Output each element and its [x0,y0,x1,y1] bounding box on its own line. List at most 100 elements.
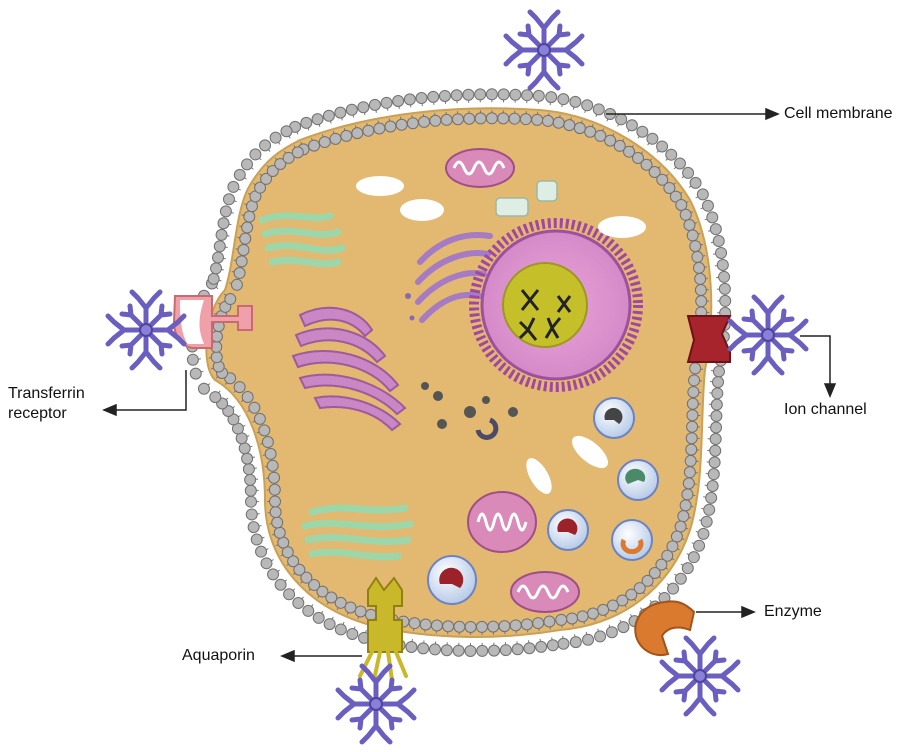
lipid-head [275,579,286,590]
lipid-head [698,528,709,539]
lipid-head [272,517,283,528]
lipid-head [312,114,323,125]
lipid-head [335,107,346,118]
lipid-head [675,521,686,532]
lipid-head [463,89,474,100]
lipid-head [441,114,452,125]
label-transferrin-line1: Transferrin [8,385,85,402]
lipid-head [500,645,511,656]
label-transferrin-line2: receptor [8,405,67,422]
lipid-head [274,527,285,538]
lipid-head [668,583,679,594]
lipid-head [407,118,418,129]
lipid-head [595,130,606,141]
lipid-head [406,641,417,652]
lipid-head [593,104,604,115]
lipid-head [213,252,224,263]
lipid-head [216,229,227,240]
glycan-top [506,12,582,88]
lipid-head [666,149,677,160]
lipid-head [544,616,555,627]
lipid-head [486,89,497,100]
lipid-head [309,140,320,151]
lipid-head [687,398,698,409]
lipid-head [547,640,558,651]
lipid-head [711,422,722,433]
lipid-head [214,241,225,252]
lipid-head [701,516,712,527]
lipid-head [355,606,366,617]
lipid-head [341,130,352,141]
lipid-head [254,413,265,424]
lipid-head [330,133,341,144]
lipid-head [270,507,281,518]
lipid-head [248,522,259,533]
lipid-head [708,469,719,480]
lipid-head [443,621,454,632]
lipid-head [582,100,593,111]
lipid-head [509,113,520,124]
lipid-head [475,89,486,100]
lipid-head [439,90,450,101]
lipid-head [228,181,239,192]
glycan-bottom-right [662,638,738,714]
lipid-head [676,199,687,210]
lipid-head [533,90,544,101]
lipid-head [231,279,242,290]
lipid-head [626,120,637,131]
lipid-head [256,546,267,557]
lipid-head [243,464,254,475]
lipid-head [211,352,222,363]
enzyme [635,601,694,655]
lipid-head [250,149,261,160]
lipid-head [574,123,585,134]
lipid-head [498,113,509,124]
lipid-head [465,621,476,632]
lipid-head [706,492,717,503]
label-cell-membrane: Cell membrane [784,104,892,124]
lipid-head [689,375,700,386]
lipid-head [251,534,262,545]
lipid-head [208,273,219,284]
lipid-head [707,212,718,223]
lipid-head [369,99,380,110]
lipid-head [570,96,581,107]
lipid-head [686,433,697,444]
lipid-head [686,444,697,455]
lipid-head [687,230,698,241]
lipid-head [683,478,694,489]
lipid-head [510,89,521,100]
lipid-head [352,128,363,139]
label-aquaporin: Aquaporin [182,646,255,666]
lipid-head [242,392,253,403]
lipid-head [236,256,247,267]
lipid-head [680,500,691,511]
lipid-head [570,637,581,648]
lipid-head [675,573,686,584]
lipid-head [284,589,295,600]
mitochondrion-top [446,149,514,187]
lipid-head [245,485,256,496]
lipid-head [583,634,594,645]
lipid-head [685,455,696,466]
lipid-head [713,366,724,377]
lipid-head [281,126,292,137]
lipid-head [465,645,476,656]
lipid-head [486,113,497,124]
lipid-head [696,296,707,307]
lipid-head [618,622,629,633]
lipid-head [420,619,431,630]
lipid-head [707,481,718,492]
lipid-head [499,621,510,632]
lipid-head [521,619,532,630]
lipid-head [475,113,486,124]
lipid-head [223,194,234,205]
lipid-head [244,211,255,222]
lipid-head [709,457,720,468]
lipid-head [453,645,464,656]
lipid-head [409,618,420,629]
lipid-head [692,251,703,262]
lipid-head [234,268,245,279]
lipid-head [211,263,222,274]
lipid-head [451,90,462,101]
